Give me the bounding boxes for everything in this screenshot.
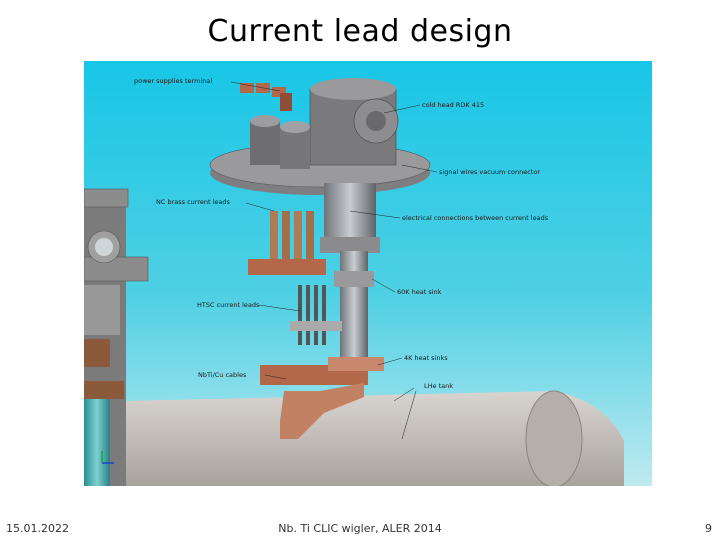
label-lhe-tank: LHe tank — [424, 382, 453, 390]
cold-head-shape — [309, 78, 399, 166]
label-nbti-cables: NbTi/Cu cables — [198, 371, 247, 379]
label-htsc: HTSC current leads — [197, 301, 260, 309]
axis-triad-icon — [101, 451, 114, 464]
label-power-supplies-terminal: power supplies terminal — [134, 77, 212, 85]
label-4k-heat-sinks: 4K heat sinks — [404, 354, 448, 362]
terminal-cylinders-shape — [250, 115, 310, 169]
lhe-tank-shape — [124, 390, 624, 486]
central-column-shape — [320, 183, 380, 357]
label-signal-wires: signal wires vacuum connector — [439, 168, 540, 176]
label-cold-head: cold head RDK 415 — [422, 101, 484, 109]
footer-center-text: Nb. Ti CLIC wigler, ALER 2014 — [278, 522, 442, 535]
footer-date: 15.01.2022 — [6, 522, 69, 535]
htsc-leads-shape — [290, 285, 342, 345]
label-60k-heat-sink: 60K heat sink — [397, 288, 442, 296]
left-vessel-shape — [84, 188, 149, 486]
slide-title: Current lead design — [207, 14, 513, 49]
heat-sinks-4k-shape — [260, 357, 384, 439]
page-number: 9 — [705, 522, 712, 535]
nc-brass-leads-shape — [248, 211, 326, 275]
cad-figure: power supplies terminal cold head RDK 41… — [84, 61, 652, 486]
label-nc-brass: NC brass current leads — [156, 198, 231, 206]
callout-lines — [230, 81, 438, 440]
label-electrical-connections: electrical connections between current l… — [402, 214, 549, 222]
